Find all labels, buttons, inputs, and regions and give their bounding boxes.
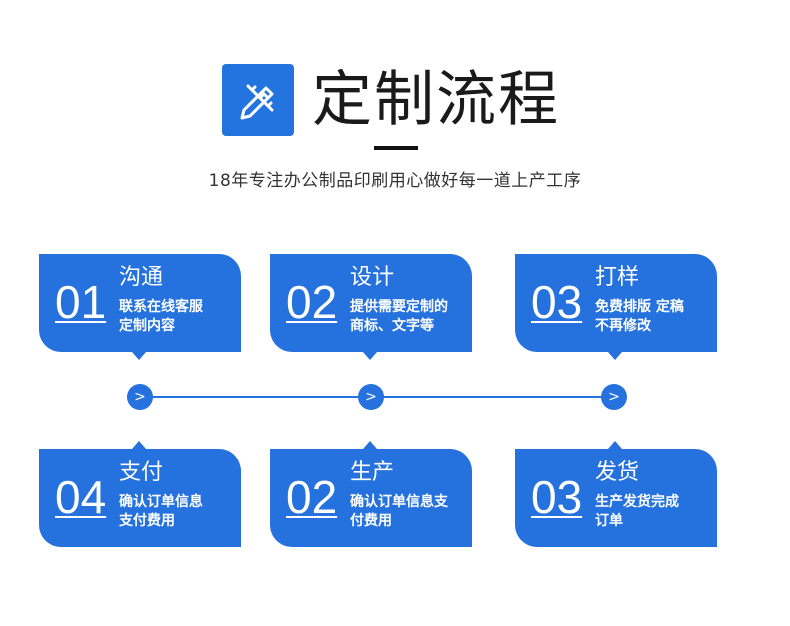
step-description: 生产发货完成 订单 [595,494,679,529]
step-title: 设计 [350,265,395,290]
step-title: 生产 [350,460,395,485]
step-card-payment: 04 支付 确认订单信息 支付费用 [39,441,241,547]
step-description: 联系在线客服 定制内容 [119,299,203,334]
page-title: 定制流程 [312,65,560,135]
step-description: 提供需要定制的 商标、文字等 [350,299,448,334]
step-title: 打样 [595,265,640,290]
step-number: 03 [531,276,583,328]
step-card-communicate: 01 沟通 联系在线客服 定制内容 [39,254,241,360]
step-number: 04 [55,471,107,523]
step-card-design: 02 设计 提供需要定制的 商标、文字等 [270,254,472,360]
step-description: 确认订单信息 支付费用 [119,494,203,529]
timeline-node-1: > [127,384,153,410]
step-description: 确认订单信息支 付费用 [350,494,448,529]
card-pointer [608,352,622,360]
card-pointer [363,352,377,360]
timeline-node-2: > [358,384,384,410]
step-number: 01 [55,276,107,328]
card-pointer [132,352,146,360]
timeline-node-3: > [601,384,627,410]
step-card-sample: 03 打样 免费排版 定稿 不再修改 [515,254,717,360]
step-card-delivery: 03 发货 生产发货完成 订单 [515,441,717,547]
step-number: 02 [286,471,338,523]
step-number: 03 [531,471,583,523]
step-number: 02 [286,276,338,328]
title-underline [374,146,418,150]
card-pointer [132,441,146,449]
step-title: 支付 [119,460,164,485]
pencil-ruler-icon [222,64,294,136]
step-description: 免费排版 定稿 不再修改 [595,299,684,334]
step-title: 沟通 [119,265,164,290]
step-card-production: 02 生产 确认订单信息支 付费用 [270,441,472,547]
page-subtitle: 18年专注办公制品印刷用心做好每一道上产工序 [208,171,582,191]
card-pointer [608,441,622,449]
step-title: 发货 [595,460,640,485]
card-pointer [363,441,377,449]
